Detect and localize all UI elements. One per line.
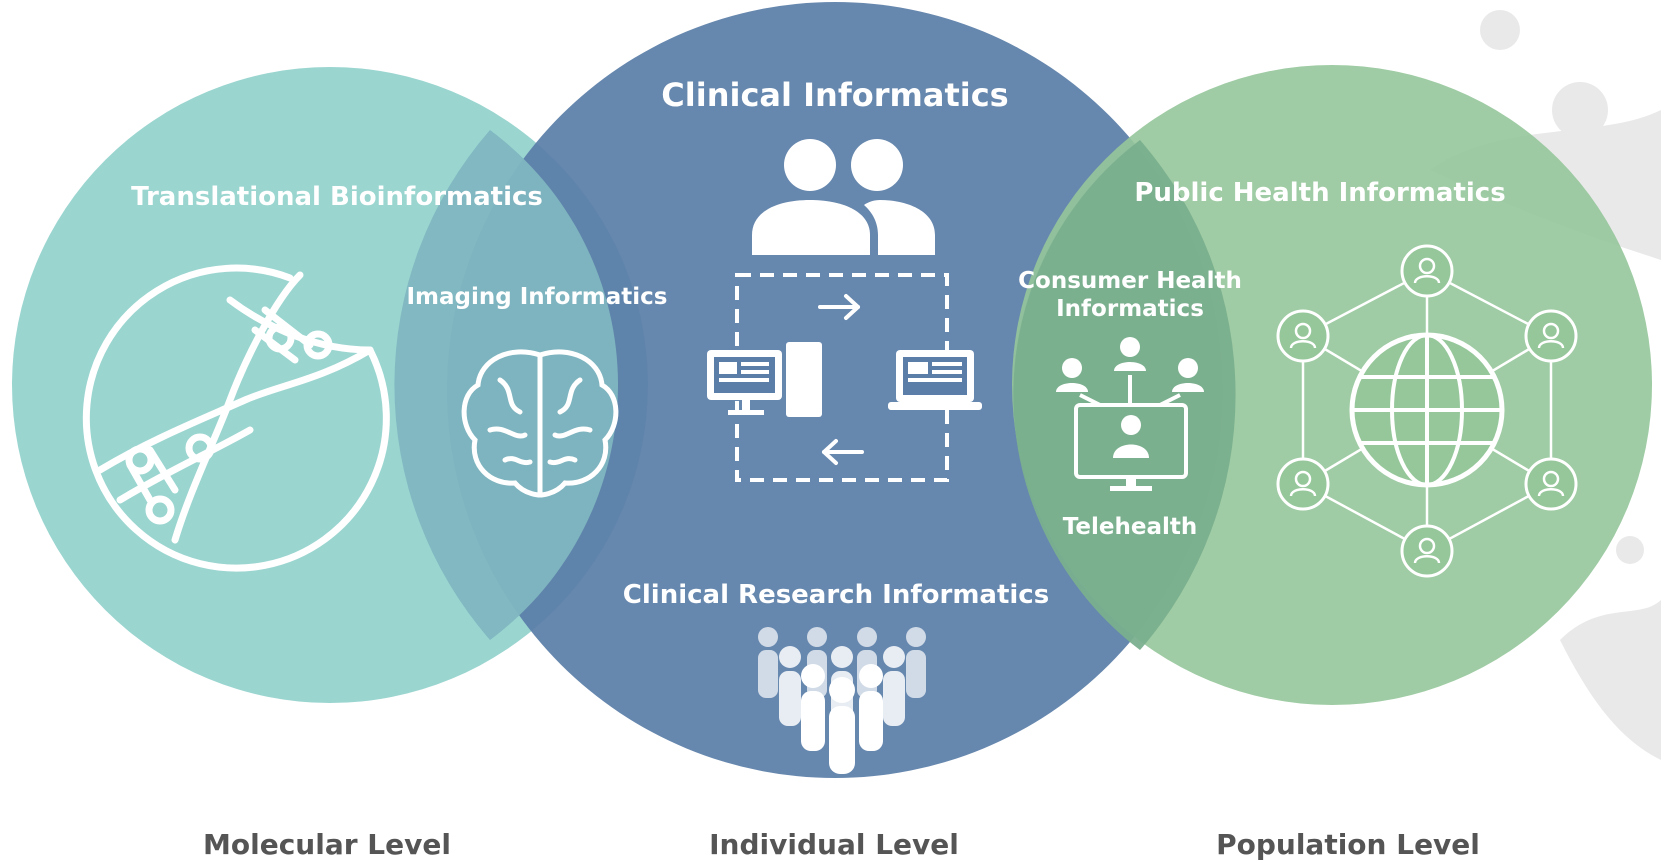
- data-exchange-cycle-icon: [707, 273, 982, 482]
- individual-level-label: Individual Level: [709, 828, 959, 861]
- translational-bioinformatics-title: Translational Bioinformatics: [131, 182, 543, 212]
- public-health-informatics-title: Public Health Informatics: [1134, 178, 1506, 208]
- imaging-informatics-label: Imaging Informatics: [406, 284, 668, 310]
- center-circle: [447, 2, 1223, 778]
- brain-icon: [461, 349, 619, 498]
- population-level-label: Population Level: [1216, 828, 1480, 861]
- crowd-icon: [758, 627, 926, 774]
- consumer-health-line2: Informatics: [1056, 295, 1204, 322]
- telehealth-label: Telehealth: [1062, 514, 1198, 540]
- two-users-icon: [752, 139, 935, 255]
- globe-network-icon: [1276, 244, 1578, 578]
- dna-helix-icon: [82, 264, 390, 572]
- overlap-center-right: [1013, 140, 1236, 650]
- consumer-health-informatics-label: Consumer Health Informatics: [1018, 268, 1242, 323]
- clinical-informatics-title: Clinical Informatics: [661, 76, 1009, 114]
- clinical-research-informatics-label: Clinical Research Informatics: [622, 580, 1050, 610]
- consumer-health-line1: Consumer Health: [1018, 268, 1242, 294]
- telehealth-monitor-icon: [1056, 337, 1204, 491]
- molecular-level-label: Molecular Level: [203, 828, 451, 861]
